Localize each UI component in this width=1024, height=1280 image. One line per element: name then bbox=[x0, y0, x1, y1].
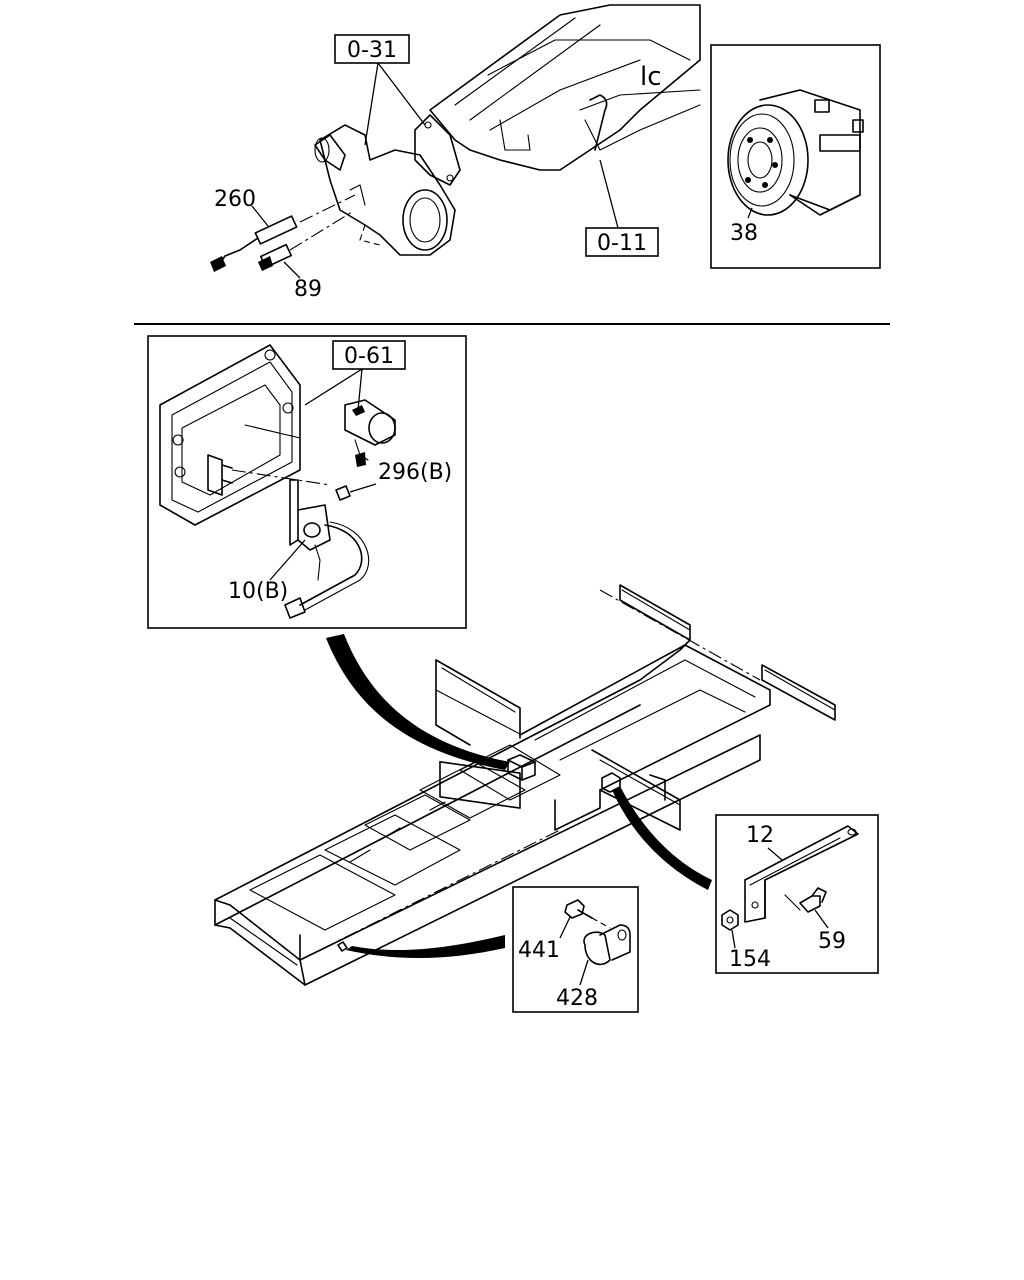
part-441-label[interactable]: 441 bbox=[518, 938, 560, 963]
engine-manifold-drawing: lc bbox=[210, 4, 701, 272]
clip-pointer-arrow bbox=[346, 935, 505, 959]
oil-cooler-inset bbox=[710, 44, 881, 269]
chassis-frame-drawing bbox=[214, 584, 836, 986]
bracket-pointer-arrow bbox=[612, 786, 712, 890]
reference-0-31-label: 0-31 bbox=[347, 38, 397, 63]
part-89-label[interactable]: 89 bbox=[294, 277, 322, 302]
part-59-label[interactable]: 59 bbox=[818, 929, 846, 954]
bracket-inset bbox=[715, 814, 879, 974]
reference-0-31[interactable]: 0-31 bbox=[334, 34, 426, 146]
cast-mark: lc bbox=[640, 62, 662, 92]
reference-0-11[interactable]: 0-11 bbox=[585, 159, 659, 257]
part-441-leader bbox=[559, 916, 571, 939]
inset-pointer-arrow bbox=[326, 634, 510, 770]
part-428-label[interactable]: 428 bbox=[556, 986, 598, 1011]
clip-inset bbox=[512, 886, 639, 1013]
part-154-leader bbox=[731, 929, 736, 949]
part-260-leader bbox=[251, 205, 269, 227]
part-428-leader bbox=[579, 959, 589, 986]
part-10b-leader bbox=[269, 539, 306, 581]
relay-inset bbox=[147, 335, 467, 629]
part-154-label[interactable]: 154 bbox=[729, 947, 771, 972]
part-10b-label[interactable]: 10(B) bbox=[228, 579, 288, 604]
reference-0-61[interactable]: 0-61 bbox=[304, 340, 406, 411]
reference-0-61-label: 0-61 bbox=[344, 344, 394, 369]
part-296b-label[interactable]: 296(B) bbox=[378, 460, 452, 485]
part-260-label[interactable]: 260 bbox=[214, 187, 256, 212]
part-296b-leader bbox=[349, 483, 377, 493]
part-38-label[interactable]: 38 bbox=[730, 221, 758, 246]
part-12-leader bbox=[767, 847, 783, 861]
part-38-leader bbox=[747, 207, 753, 219]
reference-0-11-label: 0-11 bbox=[597, 231, 647, 256]
part-89-leader bbox=[283, 261, 301, 279]
part-12-label[interactable]: 12 bbox=[746, 823, 774, 848]
part-59-leader bbox=[814, 909, 829, 929]
